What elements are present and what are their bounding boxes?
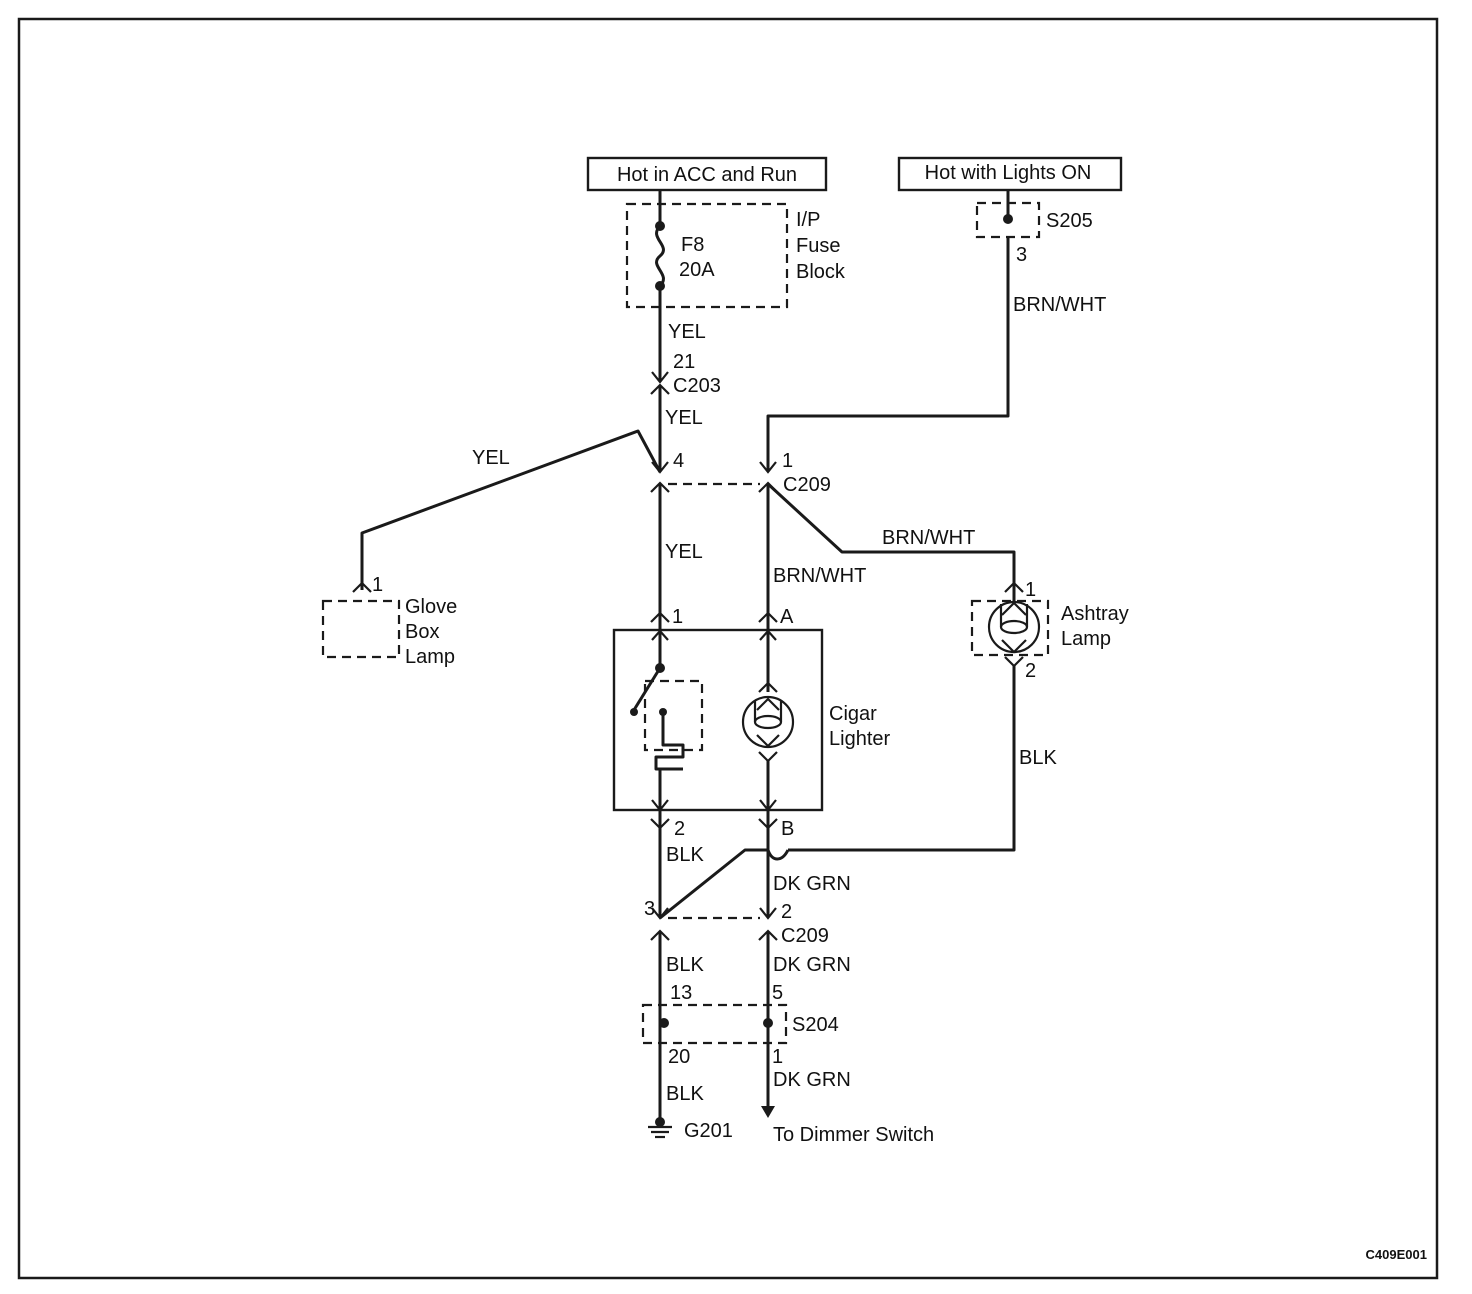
arrow-down-icon [761,1106,775,1118]
frame-border [17,17,1439,1280]
s204-label: S204 [792,1014,839,1036]
source-acc-run: Hot in ACC and Run [586,156,828,192]
wire-blk-2: BLK [666,954,704,976]
s205-pin: 3 [1016,244,1027,266]
ashtray-lamp: 1 Ashtray Lamp 2 [970,579,1129,682]
glove-box-label-3: Lamp [405,646,455,668]
cigar-pin-1: 1 [672,606,683,628]
glove-box-pin: 1 [372,574,383,596]
wire-blk-ashtray: BLK [1019,747,1057,769]
fuse-block: F8 20A I/P Fuse Block [625,190,846,309]
splice-s204: S204 20 1 [641,1003,839,1068]
dimmer-output: To Dimmer Switch [761,1106,934,1146]
wire-yel-2: YEL [665,407,703,429]
ashtray-pin-top: 1 [1025,579,1036,601]
wire-blk-3: BLK [666,1083,704,1105]
c209-top-label: C209 [783,474,831,496]
fuse-block-label-1: I/P [796,209,820,231]
ground-g201: G201 [648,1117,733,1142]
figure-code: C409E001 [1366,1247,1427,1262]
fuse-id: F8 [681,234,704,256]
wire-yel-3: YEL [665,541,703,563]
dimmer-label: To Dimmer Switch [773,1124,934,1146]
c209-top-pin-brn: 1 [782,450,793,472]
cigar-lighter: 1 A Cigar Lighter 2 B [612,606,890,840]
connector-c203: C203 [650,375,721,397]
ashtray-label-1: Ashtray [1061,603,1129,625]
ashtray-label-2: Lamp [1061,628,1111,650]
c209-bottom-pin-blk: 3 [644,898,655,920]
wire-brn-wht-2: BRN/WHT [773,565,866,587]
glove-box-label-2: Box [405,621,439,643]
s204-pin-blk-top: 13 [670,982,692,1004]
wire-yel-glove: YEL [472,447,510,469]
connector-c209-top: 4 1 C209 [650,450,831,496]
connector-c209-bottom: 3 2 C209 [644,898,829,947]
s204-pin-grn-top: 5 [772,982,783,1004]
s204-pin-blk-bottom: 20 [668,1046,690,1068]
cigar-pin-2: 2 [674,818,685,840]
cigar-label-2: Lighter [829,728,890,750]
wire-yel-1: YEL [668,321,706,343]
source-lights-on-label: Hot with Lights ON [925,162,1092,184]
s205-label: S205 [1046,210,1093,232]
fuse-rating: 20A [679,259,715,281]
c209-bottom-pin-grn: 2 [781,901,792,923]
ashtray-pin-bottom: 2 [1025,660,1036,682]
wire-dk-grn-2: DK GRN [773,954,851,976]
splice-s205: S205 3 [975,190,1093,266]
glove-box-label-1: Glove [405,596,457,618]
glove-box-lamp: 1 Glove Box Lamp [321,574,457,668]
cigar-pin-b: B [781,818,794,840]
wire-blk-1: BLK [666,844,704,866]
wire-dk-grn-1: DK GRN [773,873,851,895]
s204-pin-grn-bottom: 1 [772,1046,783,1068]
c203-pin: 21 [673,351,695,373]
fuse-symbol [655,224,665,288]
cigar-label-1: Cigar [829,703,877,725]
c203-label: C203 [673,375,721,397]
cigar-pin-a: A [780,606,794,628]
wire-dk-grn-3: DK GRN [773,1069,851,1091]
ground-label: G201 [684,1120,733,1142]
fuse-block-label-3: Block [796,261,846,283]
c209-bottom-label: C209 [781,925,829,947]
wire-brn-wht-1: BRN/WHT [1013,294,1106,316]
source-acc-run-label: Hot in ACC and Run [617,164,797,186]
fuse-block-label-2: Fuse [796,235,840,257]
c209-top-pin-yel: 4 [673,450,684,472]
wire-brn-wht-3: BRN/WHT [882,527,975,549]
source-lights-on: Hot with Lights ON [897,156,1123,192]
